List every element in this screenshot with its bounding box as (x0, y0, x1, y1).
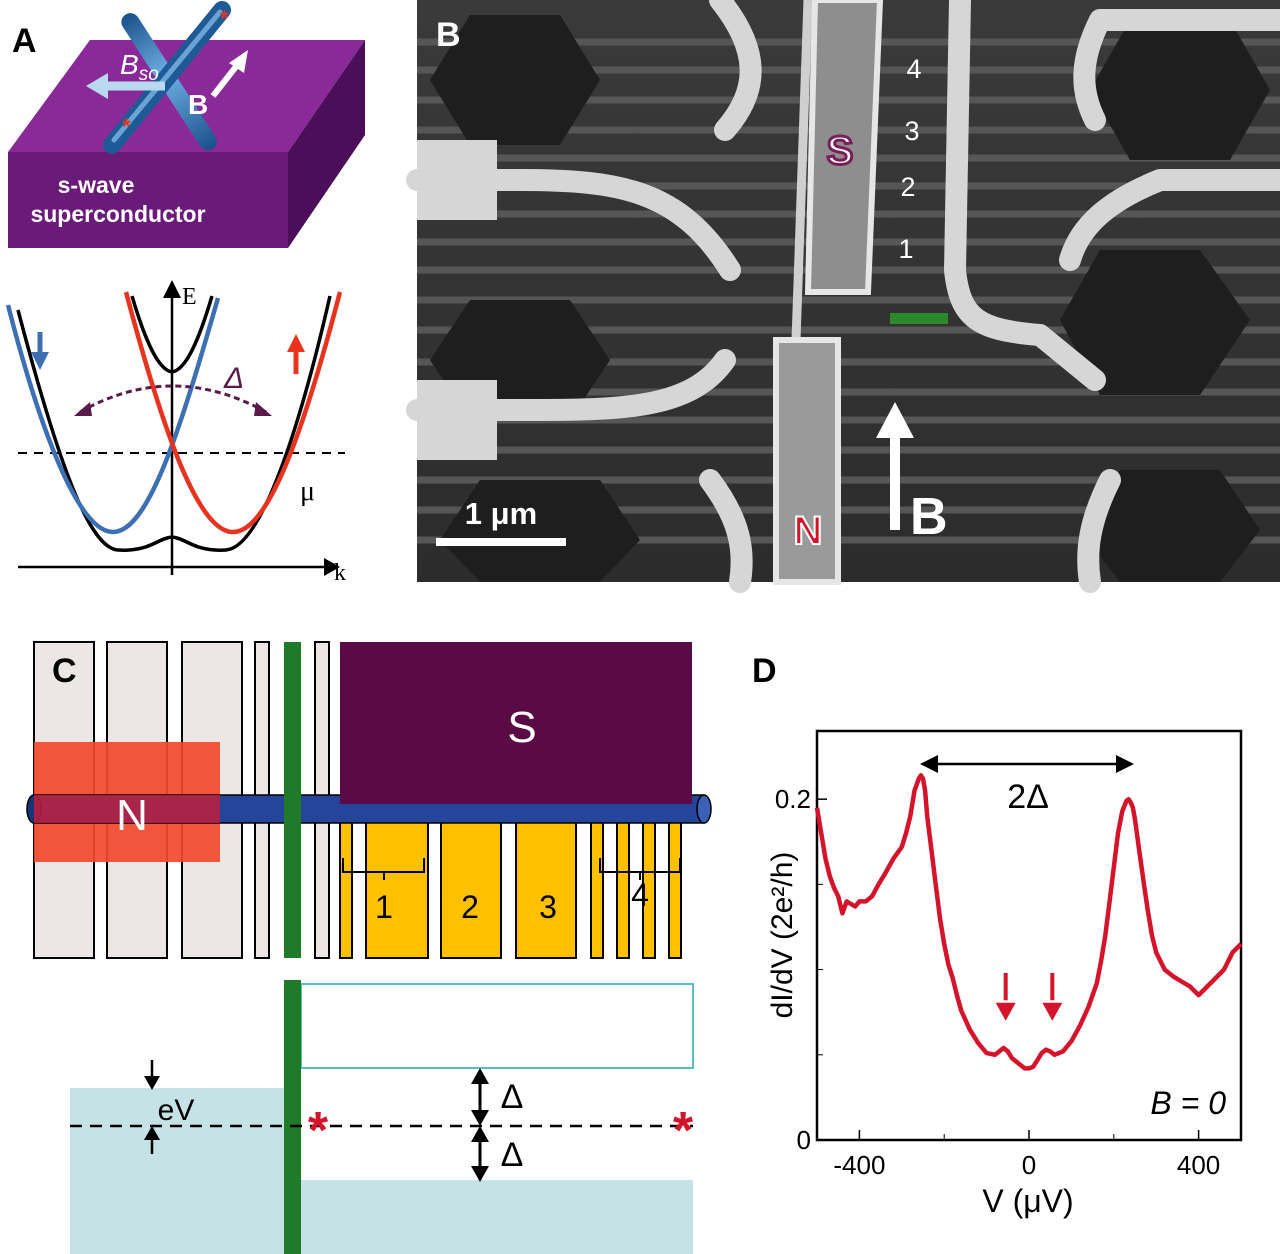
delta-lower-label: Δ (501, 1136, 524, 1174)
spin-up-band (123, 291, 343, 535)
zbp-star-right: * (673, 1102, 694, 1160)
contact-leads (406, 0, 1280, 593)
yellow-gates (339, 819, 682, 959)
panel-c: S N 1 2 3 4 C * * eV Δ Δ (26, 641, 712, 1254)
lower-band (16, 295, 332, 552)
majorana-star-top: * (220, 6, 229, 31)
x-axis-label: V (μV) (982, 1183, 1073, 1219)
sem-s-label: S (827, 129, 854, 173)
subgap-arrowhead (1042, 1002, 1063, 1021)
e-axis-label: E (182, 284, 197, 310)
y-tick-label: 0.2 (775, 784, 811, 814)
substrate-front (8, 152, 288, 248)
sem-s-contact (804, 0, 884, 295)
scale-bar-label: 1 μm (465, 496, 537, 531)
bso-sub: so (139, 64, 159, 85)
scale-bar (436, 538, 566, 546)
c-gate-label-3: 3 (539, 889, 557, 925)
b-label-a: B (188, 89, 208, 120)
delta-upper-label: Δ (501, 1078, 524, 1116)
y-tick-label: 0 (797, 1125, 811, 1155)
bracket-4 (599, 858, 681, 880)
didv-curve (814, 773, 1243, 1071)
x-tick-label: 400 (1177, 1150, 1220, 1180)
panel-b: 4 3 2 1 S N B 1 μm B (406, 0, 1280, 593)
ev-label: eV (158, 1094, 195, 1127)
gap-arc (79, 384, 267, 414)
sem-n-contact (773, 337, 841, 585)
sem-nanowire (791, 0, 813, 341)
tunnel-barrier (284, 980, 301, 1254)
c-gate-label-4: 4 (631, 877, 649, 913)
c-s-contact (340, 642, 692, 804)
panel-b-label: B (436, 16, 461, 54)
plot-frame (815, 729, 1243, 1142)
panel-d-label: D (752, 652, 777, 690)
c-gate-label-2: 2 (461, 889, 479, 925)
panel-a: * * Bso B s-wave superconductor A E k μ (5, 1, 365, 586)
sem-n-label: N (794, 509, 823, 553)
sem-gate-label-3: 3 (904, 116, 919, 146)
subgap-arrowhead (995, 1002, 1016, 1021)
panel-a-label: A (12, 22, 37, 60)
c-n-label: N (116, 791, 148, 840)
gap-label-a: Δ (223, 362, 244, 395)
hex-cells (430, 15, 1270, 582)
sem-gate-label-1: 1 (898, 234, 913, 264)
sem-tunnel-gate-marker (890, 313, 948, 324)
n-fermi-sea (70, 1088, 284, 1254)
c-gate-label-1: 1 (375, 889, 393, 925)
y-axis-label: dI/dV (2e²/h) (766, 852, 799, 1019)
bso-label: B (120, 49, 139, 80)
mu-label: μ (300, 476, 315, 507)
svg-text:Bso: Bso (120, 49, 159, 85)
substrate-label-1: s-wave (58, 172, 135, 198)
upper-band (130, 295, 214, 374)
bracket-1 (342, 858, 425, 880)
chart-ticks: -400 0 400 0 0.2 (775, 784, 1220, 1180)
c-barrier-gate (284, 642, 301, 958)
panel-d: D -400 0 400 0 0.2 2Δ B = 0 V (μV) dI/dV (2e… (752, 652, 1243, 1219)
chart-series (814, 773, 1243, 1071)
x-tick-label: 0 (1022, 1150, 1036, 1180)
majorana-star-bottom: * (122, 114, 131, 139)
k-axis-label: k (334, 560, 346, 586)
s-lower-band (301, 1180, 693, 1254)
chart-annotations (995, 972, 1063, 1021)
substrate-side (288, 40, 365, 248)
panel-c-label: C (52, 652, 77, 690)
spin-down-band (5, 297, 221, 535)
sem-gate-label-2: 2 (900, 172, 915, 202)
b-arrow-a (210, 62, 241, 98)
zbp-star-left: * (308, 1102, 329, 1160)
sem-gate-label-4: 4 (906, 54, 921, 84)
substrate-label-2: superconductor (30, 201, 205, 227)
sem-b-label: B (910, 488, 948, 546)
band-diagram: E k μ Δ (5, 280, 346, 586)
x-tick-label: -400 (833, 1150, 885, 1180)
c-s-label: S (507, 703, 536, 752)
two-delta-label: 2Δ (1007, 778, 1049, 816)
s-upper-band (300, 983, 694, 1069)
b-zero-label: B = 0 (1150, 1085, 1226, 1121)
